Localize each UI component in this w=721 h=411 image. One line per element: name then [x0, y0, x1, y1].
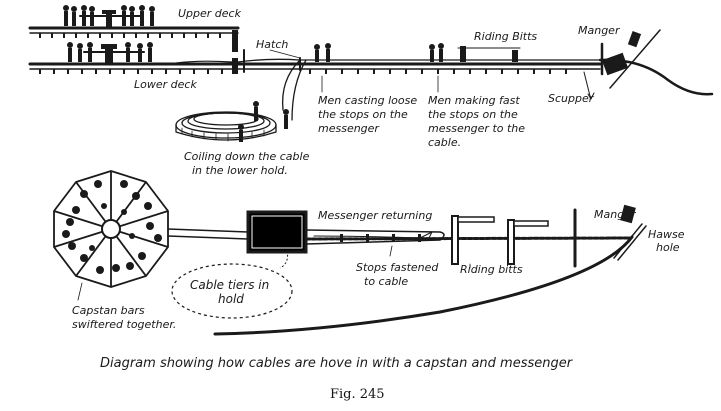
cable-coil-side — [175, 111, 277, 142]
lower-deck-beams — [39, 69, 567, 74]
upper-leaders — [269, 49, 439, 93]
upper-deck-beams — [39, 33, 221, 38]
label-men-casting-loose-line: the stops on the — [318, 108, 408, 121]
label-men-making-fast-line: the stops on the — [428, 108, 518, 121]
men-making-fast — [429, 43, 444, 62]
capstan-plan — [53, 170, 169, 288]
label-hawse-hole-line: Hawse — [648, 228, 685, 241]
capstan-lower — [83, 44, 145, 63]
cable-tiers-outline — [171, 263, 293, 319]
label-scupper: Scupper — [548, 92, 595, 105]
label-lower-deck: Lower deck — [134, 78, 197, 91]
label-capstan-bars: Capstan bars swiftered together. — [72, 304, 176, 331]
label-stops-fastened-line: to cable — [364, 275, 408, 288]
lower-deck — [28, 58, 602, 74]
label-upper-deck: Upper deck — [178, 7, 242, 20]
label-cable-tiers-line: hold — [218, 292, 244, 306]
label-men-making-fast-line: Men making fast — [428, 94, 520, 107]
label-stops-fastened: Stops fastened to cable — [356, 261, 439, 288]
label-coiling-down-line: in the lower hold. — [192, 164, 288, 177]
capstan-crew-upper — [63, 5, 155, 26]
manger-side — [598, 29, 714, 96]
label-hatch: Hatch — [256, 38, 288, 51]
label-messenger-returning: Messenger returning — [318, 209, 432, 222]
hatch-plan — [246, 210, 308, 254]
men-casting-loose — [314, 43, 331, 62]
label-coiling-down: Coiling down the cable in the lower hold… — [184, 150, 310, 177]
label-capstan-bars-line: Capstan bars — [72, 304, 145, 317]
label-riding-bitts-plan: Riding bitts — [460, 263, 523, 276]
hold-crew — [238, 101, 289, 142]
label-capstan-bars-line: swiftered together. — [72, 318, 176, 331]
riding-bitts-plan — [451, 215, 549, 265]
label-stops-fastened-line: Stops fastened — [356, 261, 439, 274]
side-section-view: Upper deck Lower deck Hatch Riding Bitts… — [28, 5, 714, 177]
plan-view: Messenger returning Manger Hawse hole St… — [53, 170, 685, 336]
label-men-casting-loose-line: messenger — [318, 122, 380, 135]
capstan-upper — [79, 10, 141, 28]
plan-leaders — [77, 245, 471, 301]
riding-bitts-side — [457, 46, 521, 62]
scupper — [583, 71, 595, 100]
label-men-making-fast: Men making fast the stops on the messeng… — [428, 94, 525, 149]
capstan-crew-lower — [67, 42, 153, 62]
upper-deck — [28, 26, 240, 52]
label-men-casting-loose-line: Men casting loose — [318, 94, 417, 107]
diagram-caption: Diagram showing how cables are hove in w… — [100, 356, 574, 371]
label-riding-bitts-side: Riding Bitts — [474, 30, 537, 43]
label-manger-plan: Manger — [594, 208, 637, 221]
label-cable-tiers-line: Cable tiers in — [190, 278, 269, 292]
label-cable-tiers: Cable tiers in hold — [190, 278, 269, 306]
hatch — [243, 49, 301, 73]
label-men-making-fast-line: messenger to the — [428, 122, 525, 135]
label-men-casting-loose: Men casting loose the stops on the messe… — [318, 94, 417, 135]
figure-number: Fig. 245 — [330, 387, 385, 402]
stops-on-cable — [340, 234, 421, 242]
label-hawse-hole-line: hole — [656, 241, 680, 254]
label-manger-side: Manger — [578, 24, 621, 37]
label-hawse-hole: Hawse hole — [648, 228, 685, 254]
label-coiling-down-line: Coiling down the cable — [184, 150, 310, 163]
label-men-making-fast-line: cable. — [428, 136, 461, 149]
hawse-hole — [613, 204, 647, 261]
capstan-crew-plan — [62, 180, 162, 274]
